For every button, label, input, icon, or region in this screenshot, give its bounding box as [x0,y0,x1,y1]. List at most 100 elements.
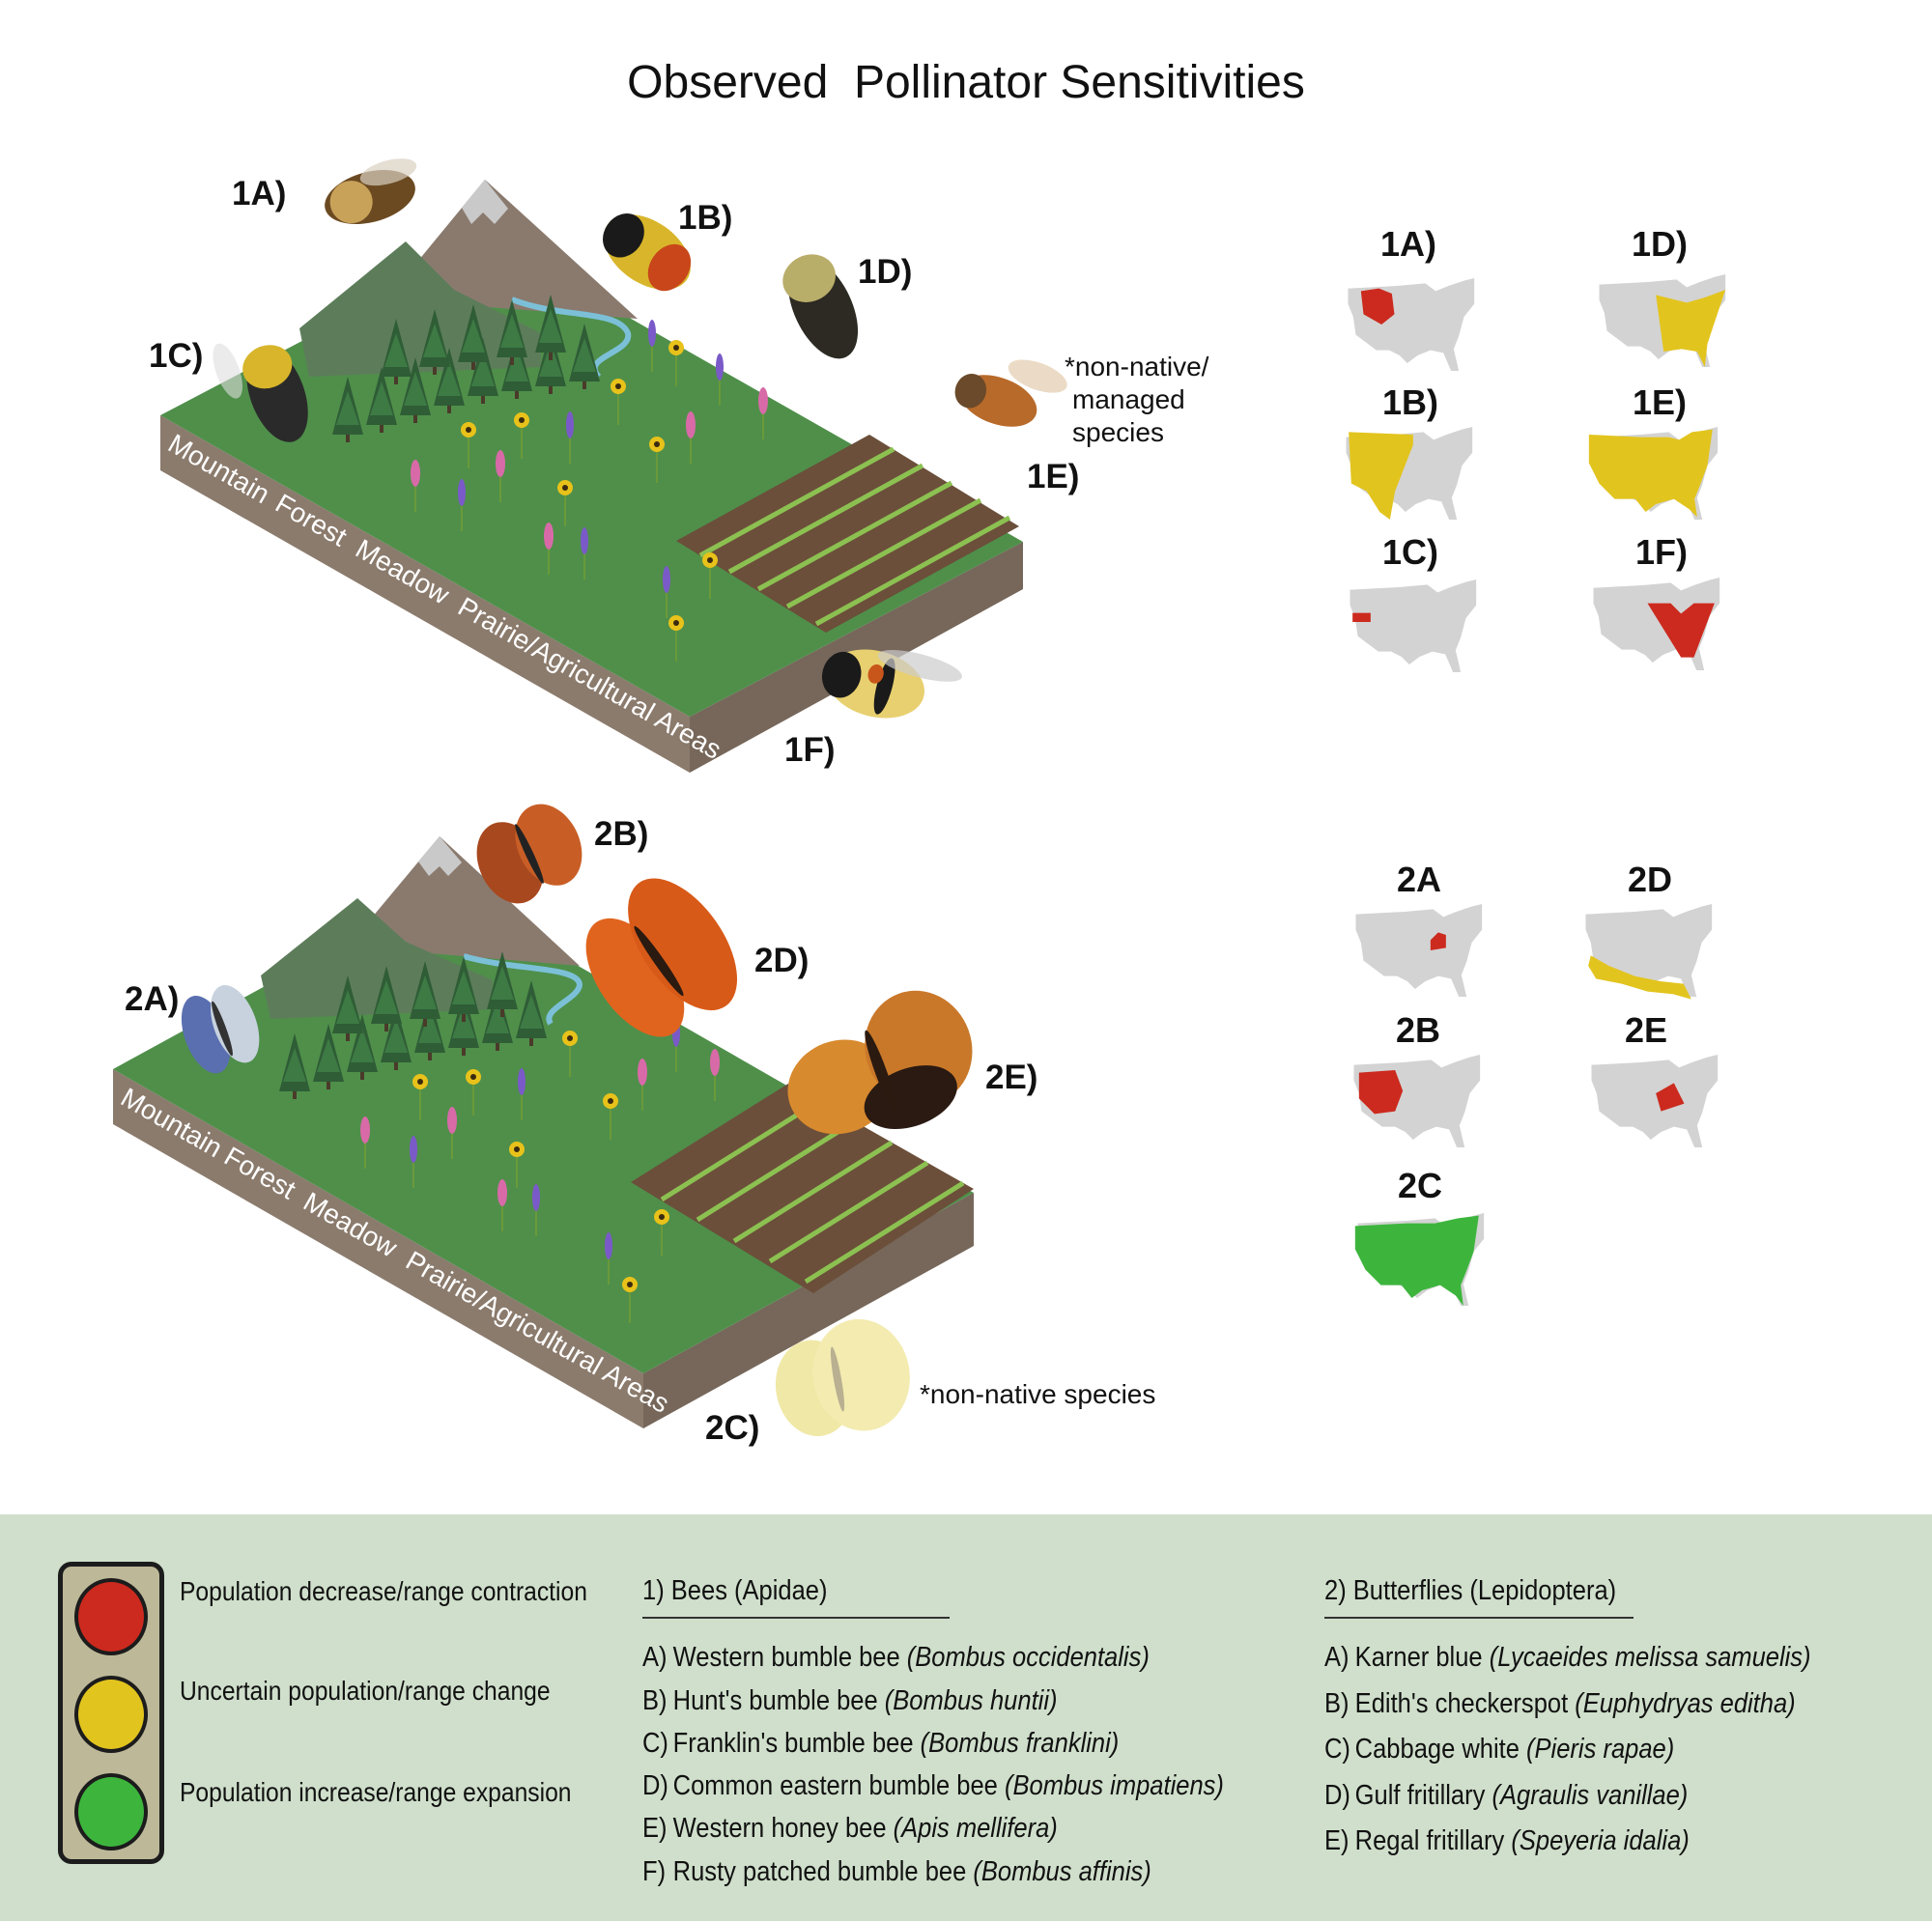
species-letter: A) [642,1642,668,1673]
species-common-name: Gulf fritillary [1354,1780,1486,1811]
species-letter: F) [642,1856,667,1887]
label-2c: 2C) [705,1409,760,1447]
species-latin-name: (Agraulis vanillae) [1492,1780,1689,1811]
mountain-peak [386,180,638,319]
species-latin-name: (Bombus impatiens) [1004,1770,1224,1801]
bees-heading: 1) Bees (Apidae) [642,1575,828,1606]
range-area-decrease [1352,612,1371,622]
label-2d: 2D) [754,942,810,979]
map-label-1a: 1A) [1379,224,1436,264]
label-2b: 2B) [594,815,649,853]
range-map-1c [1350,579,1477,672]
species-common-name: Hunt's bumble bee [672,1685,878,1716]
species-common-name: Western honey bee [672,1813,887,1844]
crop-rows [698,446,1011,627]
species-letter: D) [642,1770,668,1801]
non-native-managed-note: *non-native/ managed species [1065,351,1208,449]
species-common-name: Common eastern bumble bee [672,1770,998,1801]
range-map-2c [1354,1213,1485,1306]
green-light-icon [74,1773,148,1850]
crop-rows [660,1098,965,1285]
bee-1d-common-eastern-bumble-bee [782,254,859,359]
butterfly-2d-gulf-fritillary [585,878,738,1037]
species-latin-name: (Pieris rapae) [1526,1734,1675,1765]
species-letter: E) [642,1813,668,1844]
range-area-decrease [1656,1083,1685,1112]
butterfly-2b-ediths-checkerspot [476,804,582,904]
soil-side-face [643,1193,974,1428]
butterfly-2e-regal-fritillary [787,990,973,1135]
species-latin-name: (Bombus affinis) [973,1856,1151,1887]
range-map-2b [1353,1055,1481,1147]
species-item: D)Common eastern bumble bee (Bombus impa… [642,1770,1224,1802]
species-letter: E) [1324,1825,1350,1856]
note-line-1: *non-native/ [1065,352,1209,381]
range-area-uncertain [1588,429,1713,518]
map-label-2a: 2A [1396,860,1442,899]
legend-uncertain-text: Uncertain population/range change [180,1676,551,1706]
us-map-outline [1355,904,1483,997]
map-label-1b: 1B) [1381,382,1438,422]
bees-heading-underline [642,1617,950,1619]
figure-title: Observed Pollinator Sensitivities [627,57,1305,108]
species-latin-name: (Bombus occidentalis) [906,1642,1150,1673]
range-map-2d [1585,904,1713,1000]
range-area-uncertain [1656,290,1726,367]
range-map-2e [1591,1055,1719,1147]
species-latin-name: (Bombus franklini) [920,1728,1120,1759]
green-mountain [261,898,493,1019]
label-2a: 2A) [125,980,180,1018]
mountain-snow [462,180,508,224]
butterfly-2a-karner-blue [181,985,260,1074]
range-area-decrease [1430,932,1446,950]
range-map-1e [1588,427,1719,520]
range-area-decrease [1647,603,1715,658]
species-item: D)Gulf fritillary (Agraulis vanillae) [1324,1780,1688,1812]
map-label-2e: 2E [1624,1010,1668,1050]
species-common-name: Karner blue [1354,1642,1483,1673]
butterflies-heading-underline [1324,1617,1634,1619]
label-1c: 1C) [149,337,204,375]
soil-front-face [160,415,690,773]
bee-1e-western-honey-bee [954,359,1067,427]
species-item: A)Western bumble bee (Bombus occidentali… [642,1642,1150,1674]
species-letter: C) [642,1728,668,1759]
species-common-name: Western bumble bee [672,1642,900,1673]
range-area-decrease [1358,1070,1404,1115]
species-latin-name: (Bombus huntii) [884,1685,1058,1716]
butterflies-heading: 2) Butterflies (Lepidoptera) [1324,1575,1617,1606]
species-item: C)Franklin's bumble bee (Bombus franklin… [642,1728,1119,1760]
legend-increase-text: Population increase/range expansion [180,1777,572,1807]
dioramas: Mountain Forest Meadow Prairie/Agricultu… [113,158,1067,1436]
range-area-uncertain [1349,432,1413,520]
species-item: B)Hunt's bumble bee (Bombus huntii) [642,1685,1058,1717]
species-latin-name: (Euphydryas editha) [1575,1688,1796,1719]
range-area-increase [1354,1215,1479,1306]
species-item: E)Western honey bee (Apis mellifera) [642,1813,1058,1845]
mountain-peak [348,836,580,966]
range-area-uncertain [1588,955,1691,1000]
species-letter: D) [1324,1780,1350,1811]
map-label-1e: 1E) [1632,382,1688,422]
species-item: B)Edith's checkerspot (Euphydryas editha… [1324,1688,1796,1720]
label-2e: 2E) [985,1059,1038,1096]
note-line-2: managed [1072,384,1185,414]
note-line-3: species [1072,417,1164,447]
species-item: E)Regal fritillary (Speyeria idalia) [1324,1825,1690,1857]
non-native-note: *non-native species [920,1379,1156,1409]
species-common-name: Rusty patched bumble bee [672,1856,967,1887]
range-map-1b [1346,427,1473,520]
us-map-outline [1591,1055,1719,1147]
legend-decrease-text: Population decrease/range contraction [180,1576,587,1606]
us-map-outline [1350,579,1477,672]
crop-field [631,1084,974,1293]
species-common-name: Cabbage white [1354,1734,1520,1765]
species-common-name: Regal fritillary [1354,1825,1505,1856]
species-common-name: Edith's checkerspot [1354,1688,1569,1719]
butterfly-2c-cabbage-white [775,1318,910,1436]
range-map-1a [1348,278,1475,371]
species-letter: B) [642,1685,668,1716]
bee-1c-franklins-bumble-bee [213,343,308,442]
label-1f: 1F) [784,731,836,769]
range-area-decrease [1360,288,1395,325]
